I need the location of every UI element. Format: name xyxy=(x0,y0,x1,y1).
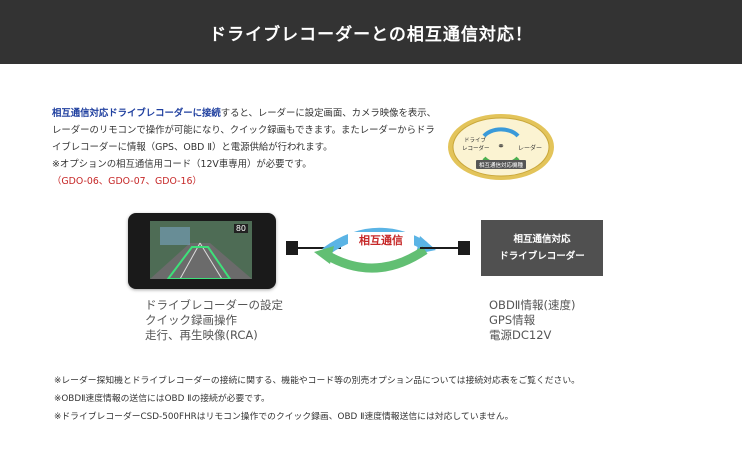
left-feature-item: 走行、再生映像(RCA) xyxy=(145,328,258,342)
comm-label: 相互通信 xyxy=(348,232,414,248)
left-feature-item: クイック録画操作 xyxy=(145,313,237,327)
right-feature-item: GPS情報 xyxy=(489,313,536,327)
page-title: ドライブレコーダーとの相互通信対応！ xyxy=(209,24,533,45)
cable-connector-right xyxy=(458,241,470,255)
device-camera-screen: 80 xyxy=(150,221,252,279)
note-item: ※ドライブレコーダーCSD-500FHRはリモコン操作でのクイック録画、OBD … xyxy=(54,412,514,422)
cable-line-right xyxy=(420,247,460,249)
badge-label-recorder: ドライブ xyxy=(464,136,487,144)
intro-text: 相互通信対応ドライブレコーダーに接続すると、レーダーに設定画面、カメラ映像を表示… xyxy=(52,105,442,190)
cable-connector-left xyxy=(286,241,298,255)
note-item: ※レーダー探知機とドライブレコーダーの接続に関する、機能やコード等の別売オプショ… xyxy=(54,376,580,386)
badge-label-recorder2: レコーダー xyxy=(462,144,490,152)
device-speed-readout: 80 xyxy=(233,224,248,233)
right-feature-item: 電源DC12V xyxy=(489,328,552,342)
recorder-box-line1: 相互通信対応 xyxy=(513,234,571,245)
right-feature-item: OBDⅡ情報(速度) xyxy=(489,298,576,312)
mutual-communication-badge: ドライブ レコーダー ⚭ レーダー 相互通信対応機種 xyxy=(448,114,554,180)
svg-text:⚭: ⚭ xyxy=(497,142,505,152)
left-feature-list: ドライブレコーダーの設定 クイック録画操作 走行、再生映像(RCA) xyxy=(145,298,283,343)
recorder-box-line2: ドライブレコーダー xyxy=(499,251,585,262)
header-bar: ドライブレコーダーとの相互通信対応！ xyxy=(0,0,742,64)
model-note: （GDO-06、GDO-07、GDO-16） xyxy=(52,176,202,187)
right-feature-list: OBDⅡ情報(速度) GPS情報 電源DC12V xyxy=(489,298,575,343)
intro-body: すると、レーダーに設定画面、カメラ映像を表示、レーダーのリモコンで操作が可能にな… xyxy=(52,108,437,153)
left-feature-item: ドライブレコーダーの設定 xyxy=(145,298,283,312)
option-note: ※オプションの相互通信用コード（12V車専用）が必要です。 xyxy=(52,159,312,170)
cable-line-left xyxy=(297,247,341,249)
badge-arrow-icon xyxy=(482,127,520,138)
notes-section: ※レーダー探知機とドライブレコーダーの接続に関する、機能やコード等の別売オプショ… xyxy=(54,372,624,426)
intro-highlight: 相互通信対応ドライブレコーダーに接続 xyxy=(52,108,221,119)
badge-label-radar: レーダー xyxy=(518,144,542,152)
recorder-box: 相互通信対応 ドライブレコーダー xyxy=(481,220,603,276)
radar-detector-device: 80 xyxy=(128,213,276,289)
badge-label-bottom: 相互通信対応機種 xyxy=(479,161,524,169)
sync-arrows-icon xyxy=(314,227,436,273)
note-item: ※OBDⅡ速度情報の送信にはOBD Ⅱの接続が必要です。 xyxy=(54,394,270,404)
